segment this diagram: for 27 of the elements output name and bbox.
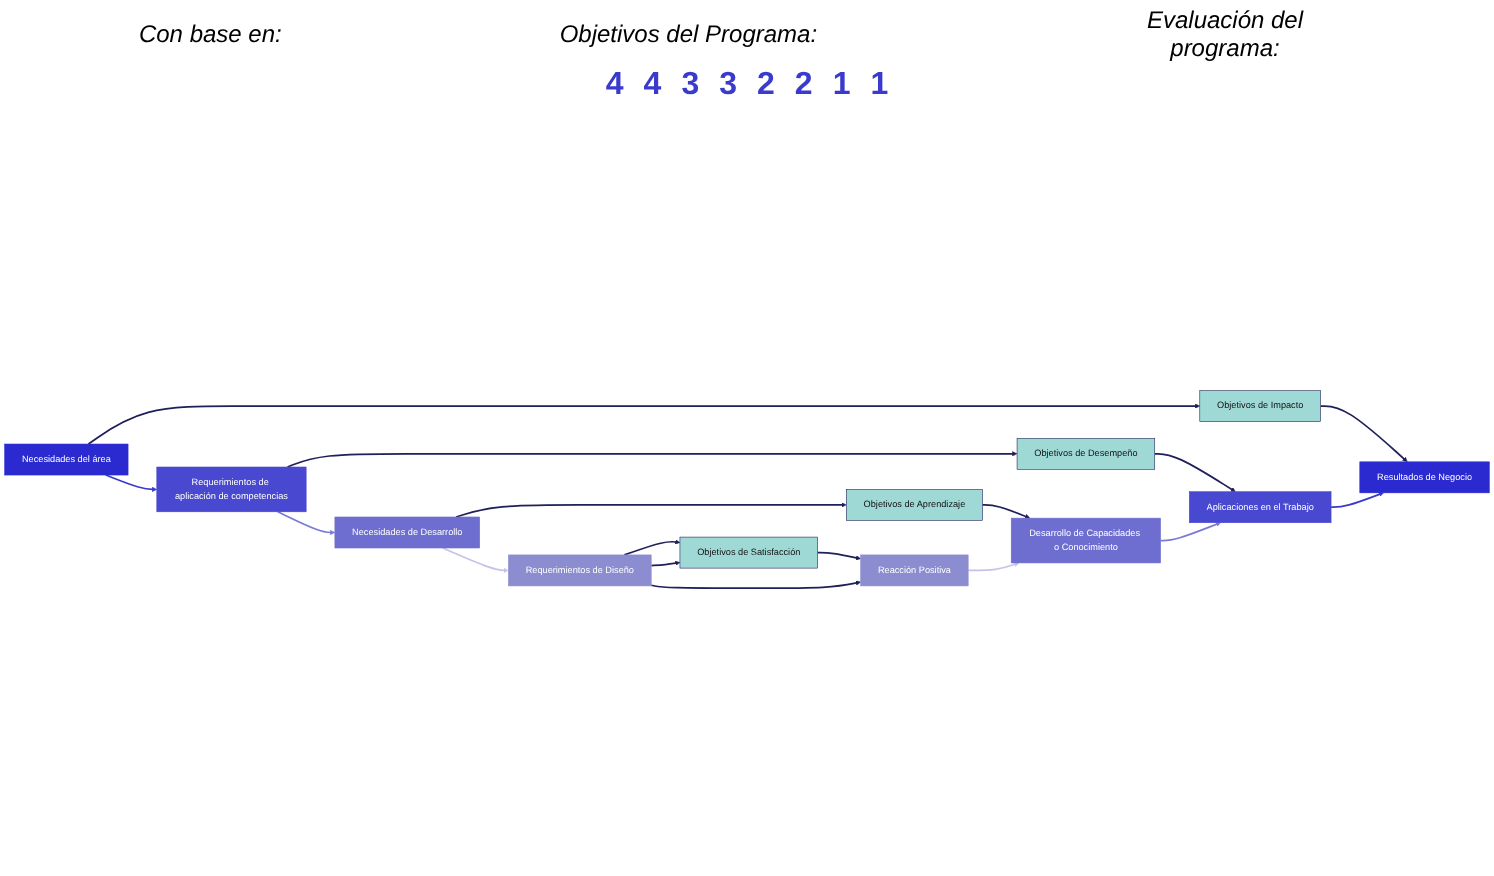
arrow <box>276 511 336 536</box>
row-number: 1 <box>870 68 889 106</box>
arrow <box>1153 453 1236 493</box>
row-number: 3 <box>719 68 737 106</box>
arrow <box>1159 522 1221 542</box>
column-heading: Con base en: <box>138 20 282 48</box>
arrow <box>1319 405 1408 463</box>
row-number: 1 <box>832 68 851 106</box>
arrow <box>1330 492 1384 509</box>
arrow <box>967 562 1020 572</box>
arrow <box>441 547 509 574</box>
arrow <box>650 561 681 568</box>
row-number: 3 <box>681 68 700 106</box>
column-heading: Objetivos del Programa: <box>559 20 818 48</box>
arrow <box>981 504 1031 520</box>
row-number: 2 <box>794 68 813 106</box>
arrow <box>87 404 1200 446</box>
arrow <box>286 451 1018 469</box>
column-heading: Evaluación del programa: <box>1144 6 1306 62</box>
arrow <box>455 503 847 519</box>
row-number: 2 <box>757 68 775 106</box>
arrow <box>105 474 157 493</box>
arrow <box>650 581 861 590</box>
row-number: 4 <box>605 68 624 106</box>
row-number: 4 <box>643 68 662 106</box>
arrow <box>623 540 681 557</box>
arrow <box>816 552 861 561</box>
